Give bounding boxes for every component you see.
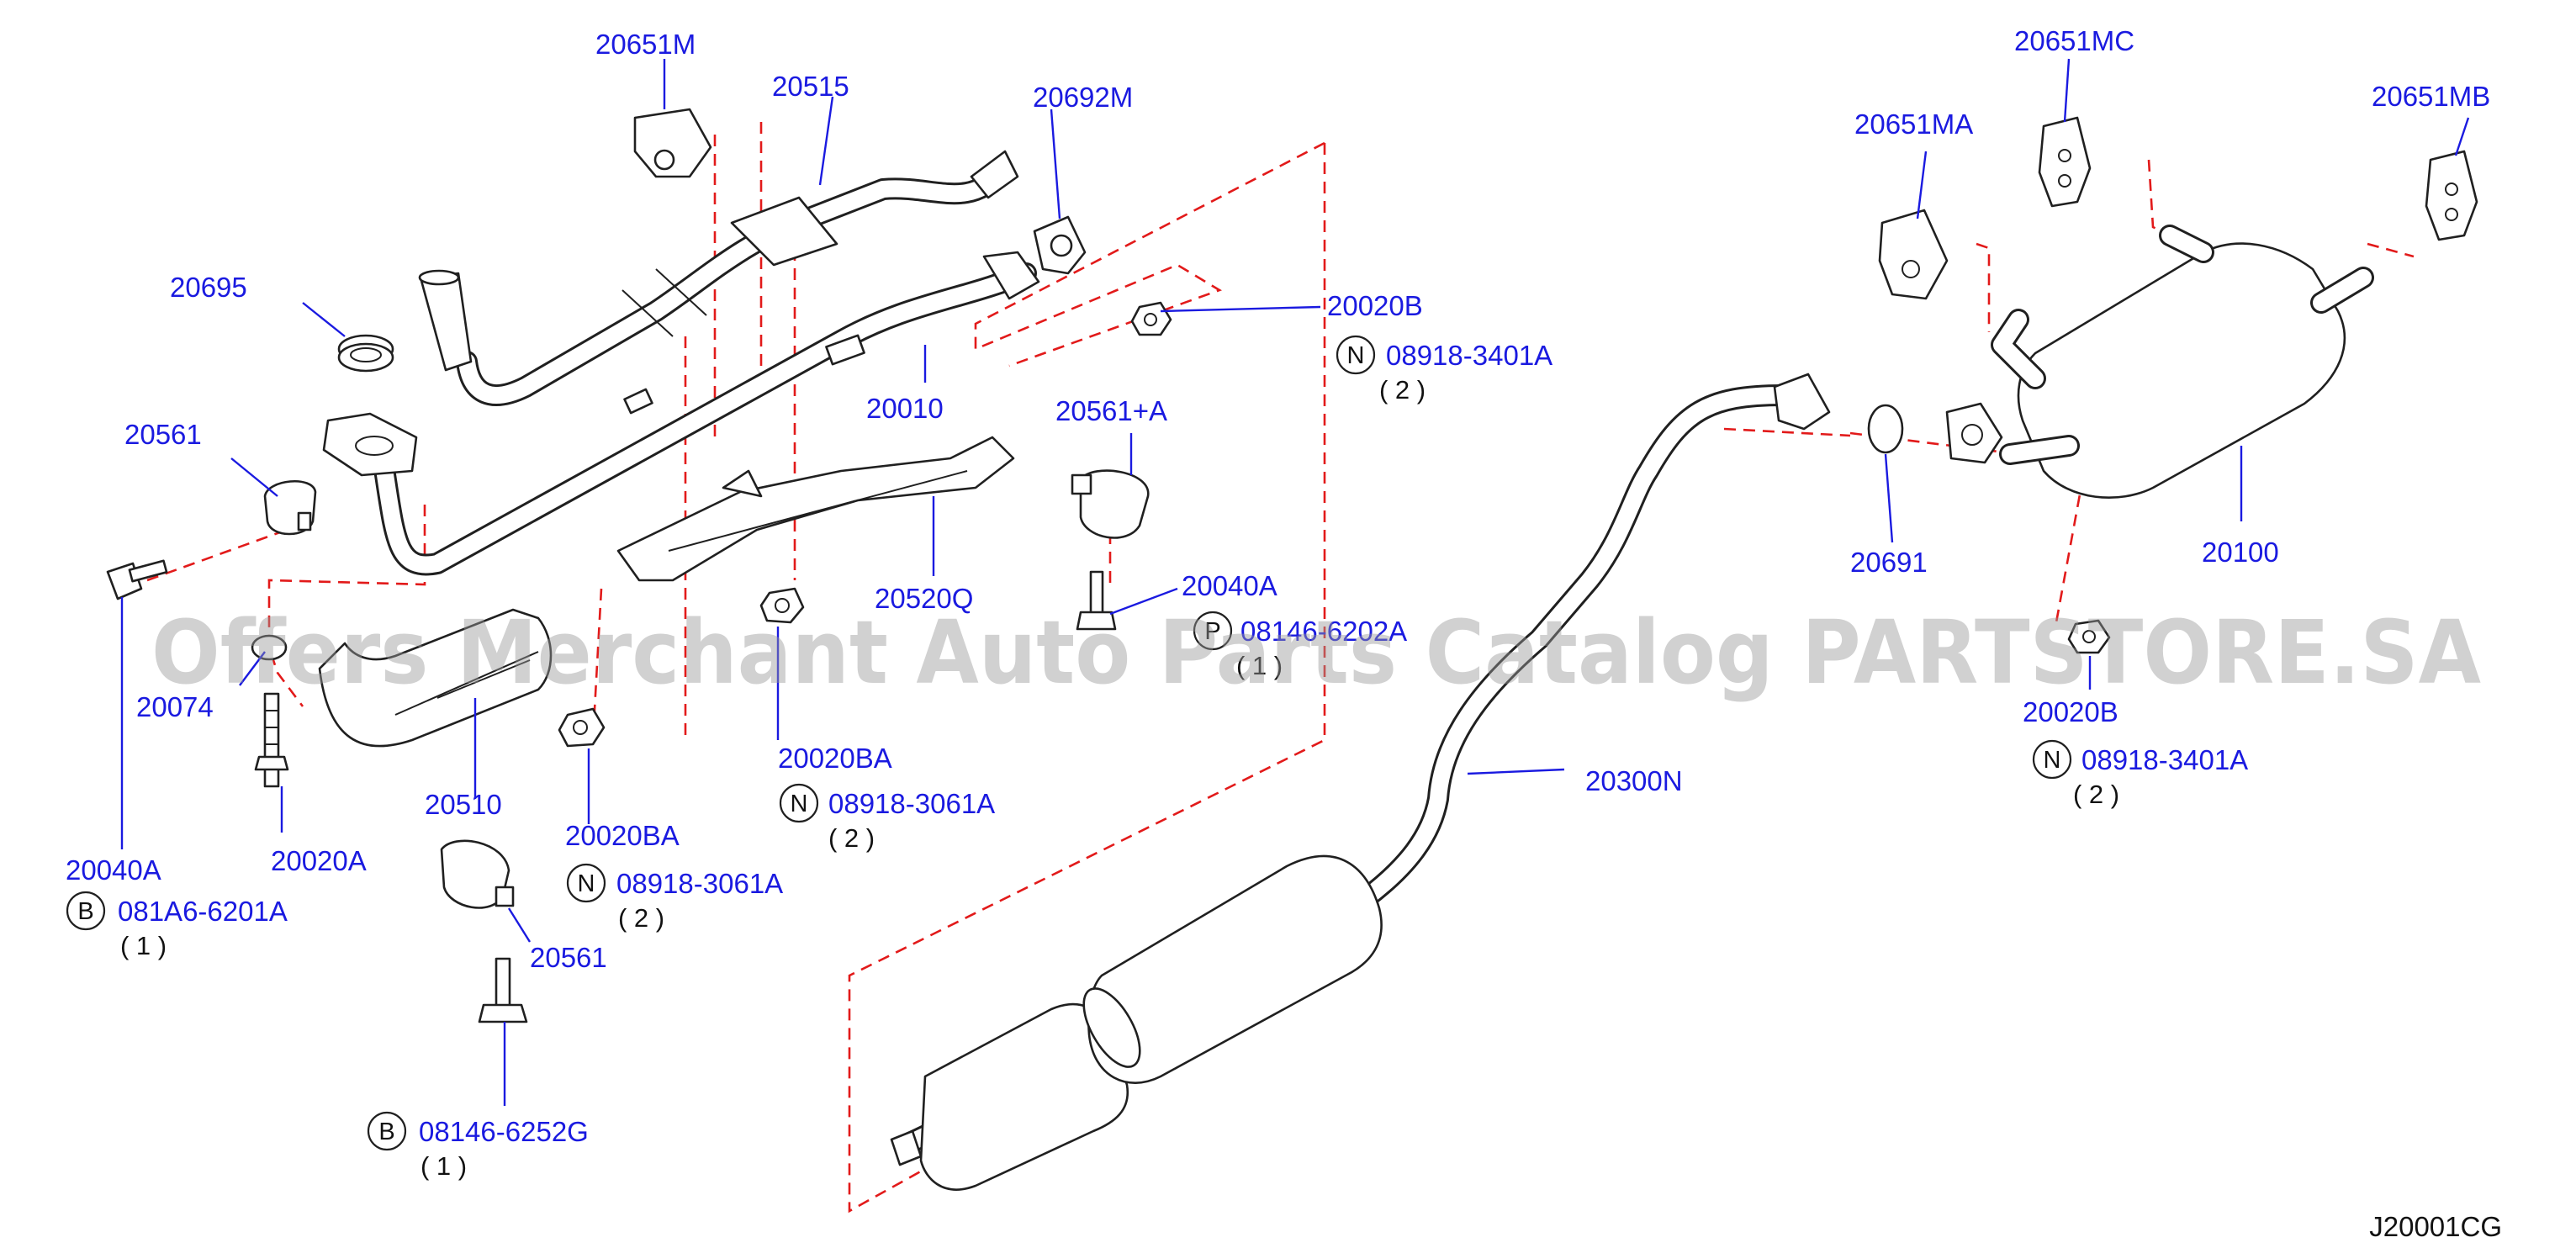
bolt-20040A-left[interactable] <box>106 559 168 600</box>
front-exhaust-tube-20515[interactable] <box>418 150 1019 406</box>
mounting-rubber-20651MA[interactable] <box>1878 209 1949 300</box>
ref-r3-qty: ( 2 ) <box>828 823 875 853</box>
ref-r7-qty: ( 2 ) <box>2073 780 2119 809</box>
seal-ring-20695[interactable] <box>337 334 394 373</box>
main-muffler-20100[interactable] <box>1945 225 2374 499</box>
label-20074[interactable]: 20074 <box>136 691 214 722</box>
ref-r6-qty: ( 1 ) <box>421 1151 467 1181</box>
label-20510[interactable]: 20510 <box>425 789 502 820</box>
ref-r7[interactable]: N 08918-3401A ( 2 ) <box>2032 739 2248 809</box>
gasket-20074[interactable] <box>251 634 288 661</box>
nut-20020BA-mid[interactable] <box>759 587 805 624</box>
center-muffler-assy-20300N[interactable] <box>890 373 1831 1191</box>
label-20695[interactable]: 20695 <box>170 272 247 303</box>
reference-numbers: N 08918-3401A ( 2 ) P 08146-6202A ( 1 ) … <box>66 335 2248 1181</box>
ref-r3-code[interactable]: 08918-3061A <box>828 788 995 819</box>
ref-r6-code[interactable]: 08146-6252G <box>419 1116 589 1147</box>
label-20651M[interactable]: 20651M <box>595 29 696 60</box>
nut-20020B-top[interactable] <box>1130 301 1172 336</box>
ref-r7-letter: N <box>2044 747 2061 774</box>
label-20651MA[interactable]: 20651MA <box>1854 108 1973 140</box>
label-20520Q[interactable]: 20520Q <box>875 583 973 614</box>
ref-r4[interactable]: N 08918-3061A ( 2 ) <box>566 863 783 933</box>
ref-r3[interactable]: N 08918-3061A ( 2 ) <box>779 783 995 853</box>
ref-r7-code[interactable]: 08918-3401A <box>2081 744 2248 775</box>
label-20020A[interactable]: 20020A <box>271 845 367 876</box>
label-20040A-left[interactable]: 20040A <box>66 854 161 886</box>
mounting-rubber-20651M[interactable] <box>633 108 712 178</box>
label-20561A[interactable]: 20561+A <box>1055 395 1167 426</box>
front-tube-20510[interactable] <box>318 608 553 748</box>
label-20100[interactable]: 20100 <box>2202 537 2279 568</box>
watermark-text: Offers Merchant Auto Parts Catalog PARTS… <box>151 601 2481 704</box>
nut-20020B-right[interactable] <box>2067 619 2111 654</box>
stud-bolt-20020A[interactable] <box>254 692 289 788</box>
ref-r5-qty: ( 1 ) <box>120 931 167 960</box>
gasket-20691[interactable] <box>1867 404 1904 454</box>
mounting-rubber-20651MC[interactable] <box>2038 116 2092 208</box>
clamp-20561-left[interactable] <box>263 480 317 536</box>
leader-lines <box>120 58 2470 1106</box>
ref-r2-letter: P <box>1204 618 1220 645</box>
label-20020B-top[interactable]: 20020B <box>1327 290 1423 321</box>
ref-r2-code[interactable]: 08146-6202A <box>1240 616 1407 647</box>
ref-r4-code[interactable]: 08918-3061A <box>616 868 783 899</box>
ref-r3-letter: N <box>791 791 808 817</box>
label-20692M[interactable]: 20692M <box>1033 82 1133 113</box>
clamp-20561-low[interactable] <box>440 839 515 909</box>
front-tube-20010[interactable] <box>322 251 1040 576</box>
ref-r5-code[interactable]: 081A6-6201A <box>118 896 288 927</box>
part-labels: 20651M 20515 20692M 20695 20020B 20010 2… <box>66 25 2490 973</box>
mounting-rubber-20651MB[interactable] <box>2425 150 2478 241</box>
label-20561-low[interactable]: 20561 <box>530 942 607 973</box>
nut-20020BA-low[interactable] <box>558 707 606 748</box>
diagram-code: J20001CG <box>2369 1211 2502 1242</box>
label-20020BA-low[interactable]: 20020BA <box>565 820 680 851</box>
ref-r2[interactable]: P 08146-6202A ( 1 ) <box>1193 611 1407 680</box>
ref-r1-code[interactable]: 08918-3401A <box>1386 340 1552 371</box>
ref-r6-letter: B <box>378 1118 394 1145</box>
ref-r1[interactable]: N 08918-3401A ( 2 ) <box>1336 335 1552 405</box>
label-20020B-right[interactable]: 20020B <box>2023 696 2118 727</box>
label-20561-left[interactable]: 20561 <box>124 419 202 450</box>
label-20691[interactable]: 20691 <box>1850 547 1928 578</box>
ref-r4-letter: N <box>578 870 595 897</box>
ref-r2-qty: ( 1 ) <box>1236 651 1283 680</box>
ref-r1-letter: N <box>1347 342 1365 369</box>
ref-r5[interactable]: B 081A6-6201A ( 1 ) <box>66 891 288 960</box>
gasket-20692M[interactable] <box>1033 215 1087 275</box>
ref-r4-qty: ( 2 ) <box>618 903 664 933</box>
clamp-20561A[interactable] <box>1071 469 1150 539</box>
label-20020BA-mid[interactable]: 20020BA <box>778 743 892 774</box>
ref-r1-qty: ( 2 ) <box>1379 375 1426 405</box>
label-20515[interactable]: 20515 <box>772 71 849 102</box>
label-20010[interactable]: 20010 <box>866 393 944 424</box>
heat-insulator-20520Q[interactable] <box>616 436 1015 582</box>
bolt-08146-6252G[interactable] <box>478 957 528 1023</box>
label-20651MC[interactable]: 20651MC <box>2014 25 2134 56</box>
label-20300N[interactable]: 20300N <box>1585 765 1683 796</box>
label-20651MB[interactable]: 20651MB <box>2372 81 2490 112</box>
ref-r5-letter: B <box>77 898 93 925</box>
bolt-20040A-mid[interactable] <box>1076 570 1117 631</box>
label-20040A-mid[interactable]: 20040A <box>1182 570 1277 601</box>
ref-r6[interactable]: B 08146-6252G ( 1 ) <box>367 1111 589 1181</box>
